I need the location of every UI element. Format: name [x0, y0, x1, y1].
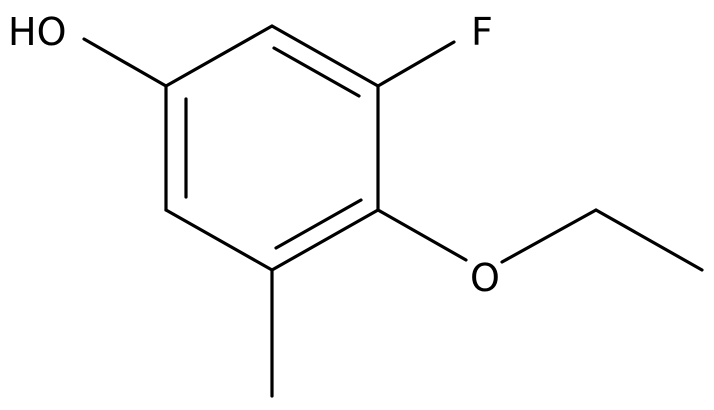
hydroxyl-label: HO [8, 10, 66, 54]
bond-c1-c2 [164, 24, 274, 88]
bond-c3-fluorine [376, 40, 456, 88]
fluorine-label: F [471, 10, 493, 54]
bond-ch2-ch3 [594, 208, 704, 272]
bond-c4-ether-oxygen [376, 208, 468, 262]
bond-c5-c6 [164, 208, 274, 272]
double-bond-inner-c4-c5 [274, 198, 363, 250]
bond-c4-c5 [270, 208, 380, 272]
ether-oxygen-label: O [470, 256, 500, 300]
double-bond-inner-c2-c3 [272, 46, 361, 98]
bond-c1-hydroxyl [82, 37, 168, 88]
bond-ether-oxygen-ch2 [500, 208, 598, 264]
bond-c2-c3 [270, 24, 380, 88]
